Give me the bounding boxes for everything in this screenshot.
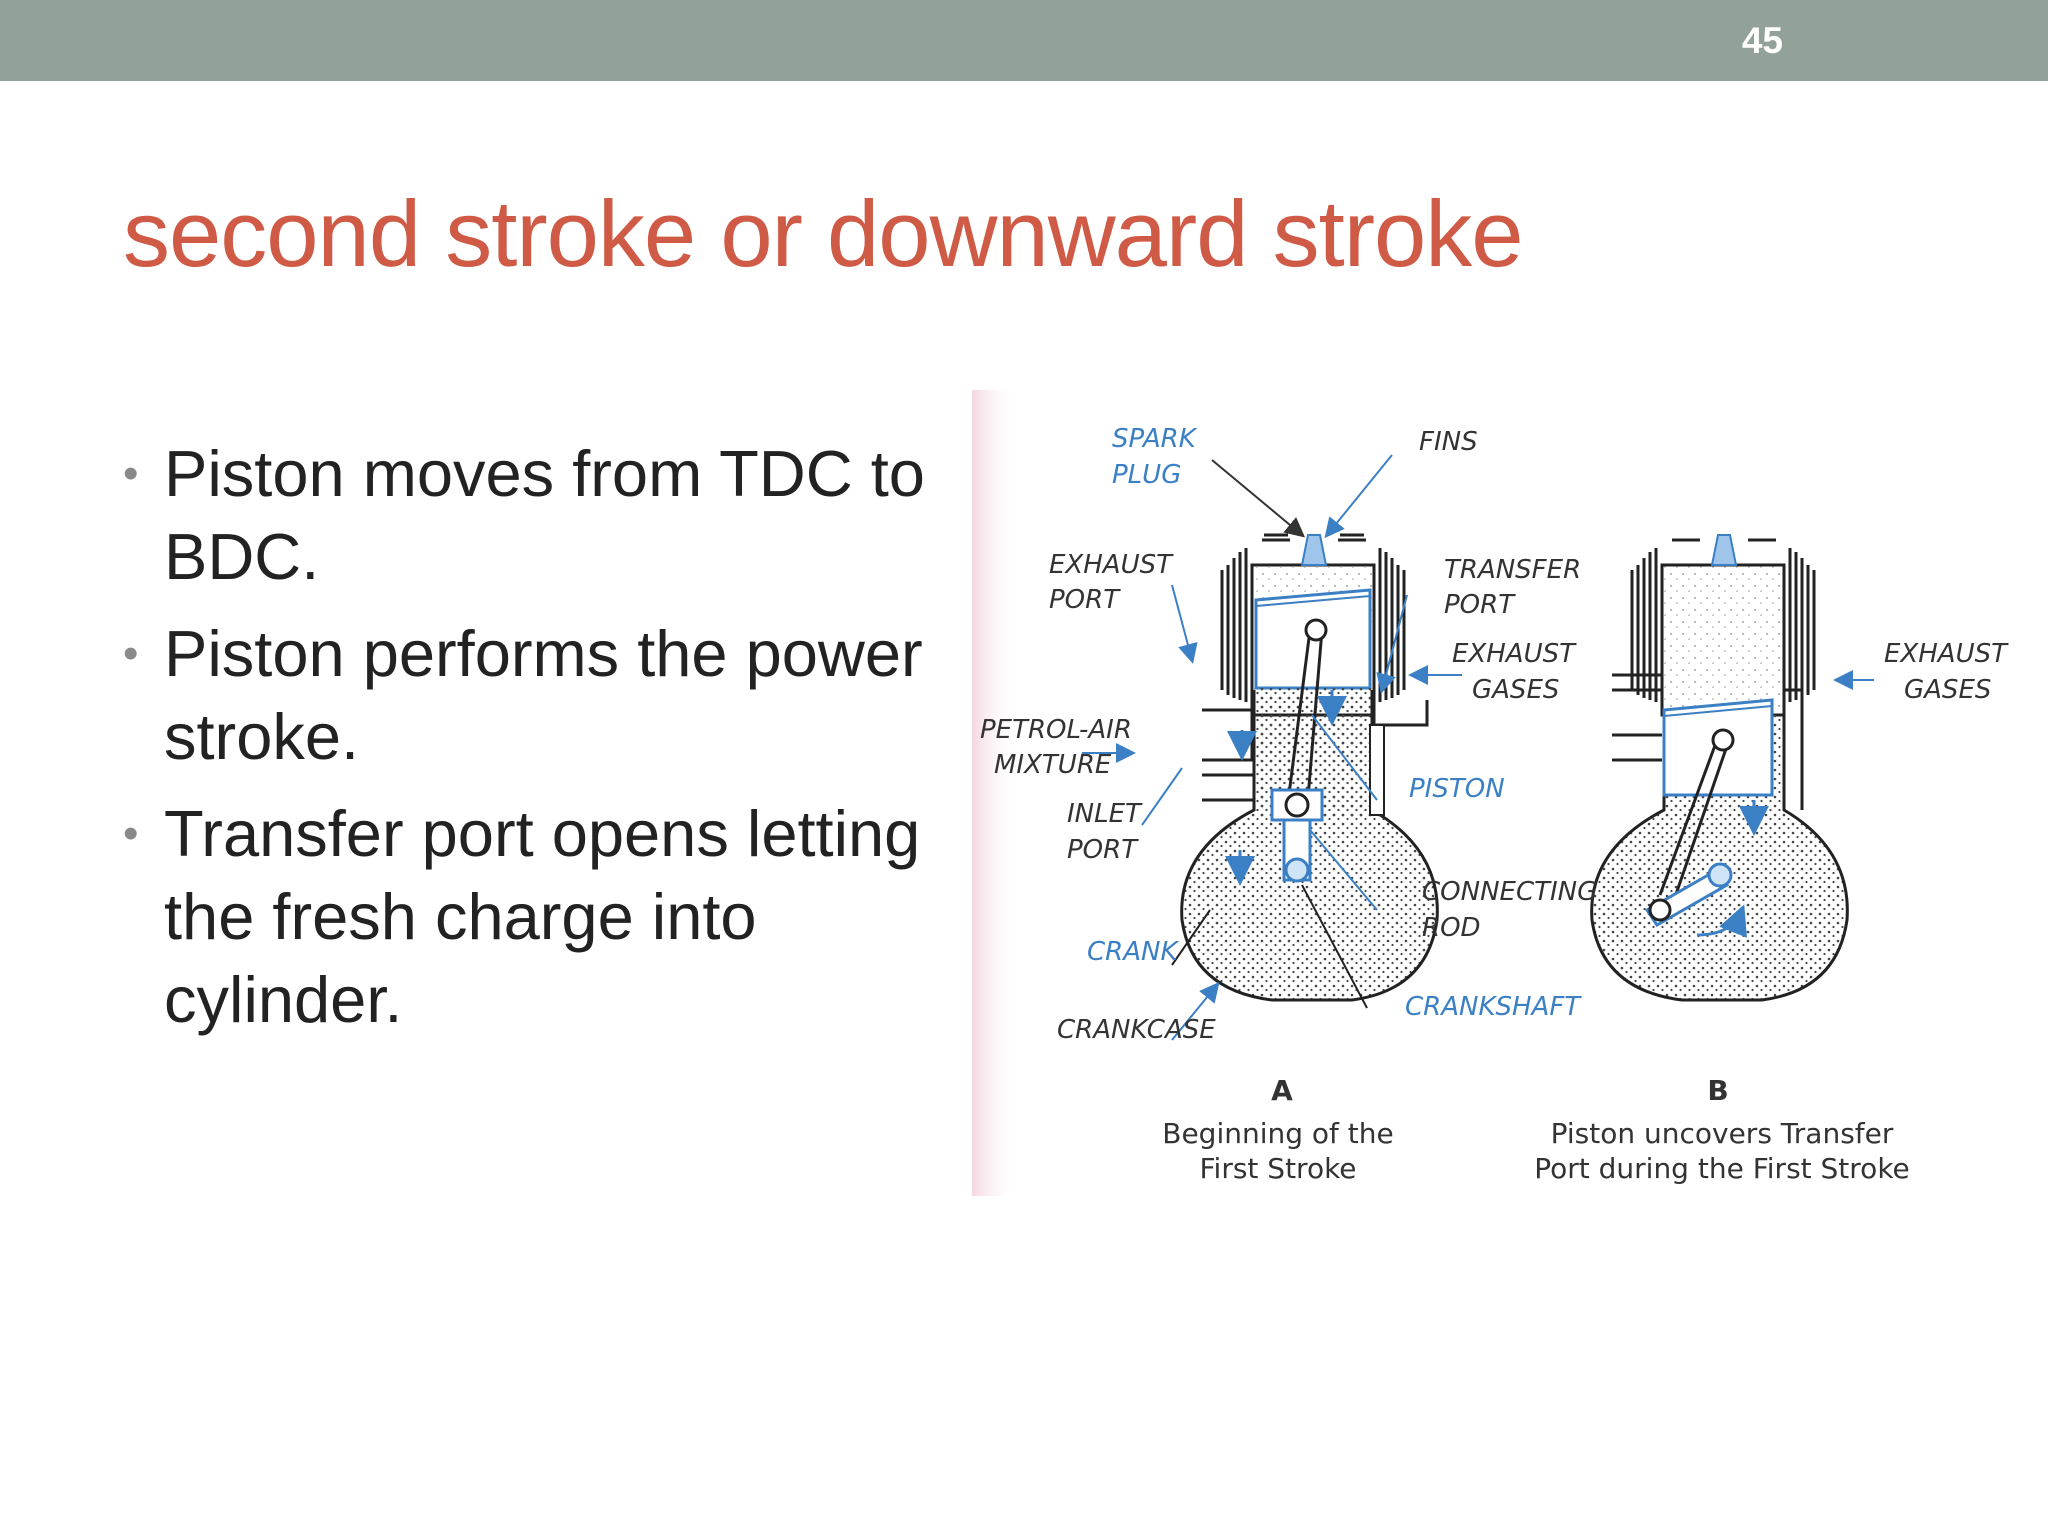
caption-a-line: First Stroke — [1199, 1152, 1356, 1185]
label-exhaust-gases-b: GASES — [1904, 675, 1991, 705]
bullet-item: • Transfer port opens letting the fresh c… — [120, 792, 975, 1041]
label-connecting-rod: CONNECTING — [1422, 877, 1597, 907]
label-fins: FINS — [1419, 427, 1478, 457]
bullet-item: • Piston performs the power stroke. — [120, 612, 975, 778]
bullet-text: Transfer port opens letting the fresh ch… — [164, 797, 921, 1036]
spark-plug-icon — [1300, 534, 1328, 566]
label-petrol-air-mixture: MIXTURE — [994, 750, 1112, 780]
label-petrol-air-mixture: PETROL-AIR — [980, 715, 1132, 745]
label-inlet-port: INLET — [1067, 799, 1143, 829]
connecting-rod-icon — [1644, 728, 1735, 927]
bullet-item: • Piston moves from TDC to BDC. — [120, 432, 975, 598]
label-spark-plug: PLUG — [1112, 460, 1181, 490]
caption-a-letter: A — [1271, 1074, 1293, 1107]
bullet-dot-icon: • — [123, 629, 139, 678]
caption-b-line: Piston uncovers Transfer — [1551, 1117, 1894, 1150]
label-exhaust-gases-b: EXHAUST — [1884, 639, 2009, 669]
bullet-text: Piston performs the power stroke. — [164, 617, 923, 773]
engine-b — [1590, 534, 1849, 1002]
label-crankshaft: CRANKSHAFT — [1405, 992, 1582, 1022]
label-crankcase: CRANKCASE — [1057, 1015, 1216, 1045]
label-exhaust-port: EXHAUST — [1049, 550, 1174, 580]
label-crank: CRANK — [1087, 937, 1179, 967]
label-exhaust-gases: GASES — [1472, 675, 1559, 705]
bullet-dot-icon: • — [123, 449, 139, 498]
two-stroke-engine-diagram: SPARK PLUG FINS EXHAUST PORT TRANSFER PO… — [972, 390, 2048, 1196]
label-exhaust-gases: EXHAUST — [1452, 639, 1577, 669]
caption-b-letter: B — [1707, 1074, 1728, 1107]
label-exhaust-port: PORT — [1049, 585, 1121, 615]
slide-title: second stroke or downward stroke — [123, 181, 1524, 286]
label-piston: PISTON — [1409, 774, 1505, 804]
label-connecting-rod: ROD — [1422, 913, 1481, 943]
label-transfer-port: PORT — [1444, 590, 1516, 620]
label-inlet-port: PORT — [1067, 835, 1139, 865]
engine-a — [1180, 533, 1439, 1002]
caption-a-line: Beginning of the — [1162, 1117, 1394, 1150]
label-spark-plug: SPARK — [1112, 424, 1198, 454]
label-transfer-port: TRANSFER — [1444, 555, 1581, 585]
caption-b-line: Port during the First Stroke — [1534, 1152, 1910, 1185]
connecting-rod-icon — [1270, 618, 1328, 883]
slide-number: 45 — [1741, 20, 1783, 61]
top-bar: 45 — [0, 0, 2048, 81]
bullet-dot-icon: • — [123, 809, 139, 858]
bullet-text: Piston moves from TDC to BDC. — [164, 437, 925, 593]
bullet-list: • Piston moves from TDC to BDC. • Piston p… — [120, 432, 975, 1055]
cooling-fins-icon — [1220, 533, 1406, 702]
spark-plug-icon — [1710, 534, 1738, 566]
